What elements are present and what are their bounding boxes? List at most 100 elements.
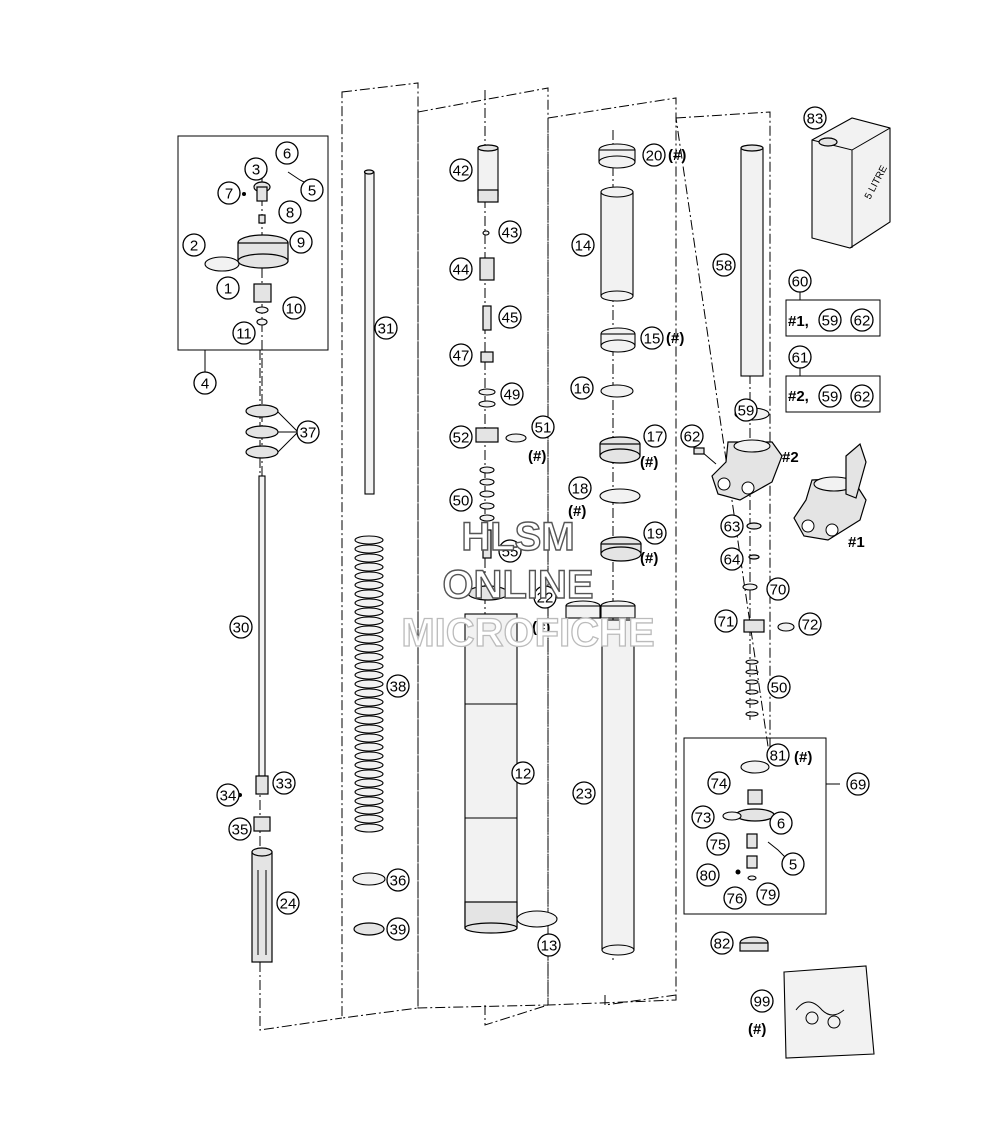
callout-number: 83 — [807, 111, 824, 128]
callout-c43: 43 — [498, 220, 522, 244]
callout-number: 59 — [822, 313, 839, 330]
callout-circle — [767, 675, 791, 699]
note-n61: #2, — [788, 388, 809, 405]
callout-circle — [766, 743, 790, 767]
callout-c50a: 50 — [449, 488, 473, 512]
callout-c44: 44 — [449, 257, 473, 281]
callout-c38: 38 — [386, 674, 410, 698]
callout-circle — [498, 539, 522, 563]
callout-circle — [374, 316, 398, 340]
callout-c18: 18 — [568, 476, 592, 500]
callout-circle — [537, 933, 561, 957]
callout-circle — [642, 143, 666, 167]
callout-circle — [232, 321, 256, 345]
callout-number: 24 — [280, 896, 297, 913]
callout-number: 19 — [647, 526, 664, 543]
callout-circle — [276, 891, 300, 915]
callout-number: 52 — [453, 430, 470, 447]
callout-number: 38 — [390, 679, 407, 696]
leader-lines — [277, 411, 299, 453]
callout-c71: 71 — [714, 609, 738, 633]
callout-c30: 30 — [229, 615, 253, 639]
callout-number: 17 — [647, 429, 664, 446]
callout-c81: 81 — [766, 743, 790, 767]
callout-c59a: 59 — [734, 398, 758, 422]
callout-number: 63 — [724, 519, 741, 536]
callout-circle — [781, 852, 805, 876]
callout-circle — [723, 886, 747, 910]
callout-circle — [193, 371, 217, 395]
callout-number: 1 — [224, 281, 232, 298]
callout-circle — [720, 547, 744, 571]
callout-number: 9 — [297, 235, 305, 252]
callout-circle — [182, 233, 206, 257]
note-n15: (#) — [666, 330, 684, 347]
callout-c51: 51 — [531, 415, 555, 439]
callout-number: 50 — [453, 493, 470, 510]
callout-number: 6 — [777, 816, 785, 833]
callout-c47: 47 — [449, 343, 473, 367]
callout-circle — [278, 200, 302, 224]
watermark: HLSM ONLINE MICROFICHE — [401, 514, 656, 655]
callout-circle — [229, 615, 253, 639]
callout-circle — [850, 384, 874, 408]
callout-circle — [498, 220, 522, 244]
callout-c12: 12 — [511, 761, 535, 785]
callout-number: 47 — [453, 348, 470, 365]
callout-circle — [850, 308, 874, 332]
callout-circle — [788, 269, 812, 293]
callout-number: 4 — [201, 376, 209, 393]
callout-c49: 49 — [500, 382, 524, 406]
callout-c79: 79 — [756, 882, 780, 906]
callout-c11: 11 — [232, 321, 256, 345]
callout-circle — [766, 577, 790, 601]
callout-number: 59 — [822, 389, 839, 406]
callout-circle — [788, 345, 812, 369]
note-n17: (#) — [640, 454, 658, 471]
callout-number: 7 — [225, 186, 233, 203]
callout-number: 62 — [854, 389, 871, 406]
callout-number: 36 — [390, 873, 407, 890]
callout-circle — [300, 178, 324, 202]
callout-number: 23 — [576, 786, 593, 803]
callout-number: 49 — [504, 387, 521, 404]
callout-circle — [846, 772, 870, 796]
callout-circle — [531, 415, 555, 439]
callout-circle — [818, 384, 842, 408]
callout-number: 2 — [190, 238, 198, 255]
callout-circle — [386, 674, 410, 698]
callout-number: 43 — [502, 225, 519, 242]
callout-circle — [449, 257, 473, 281]
callout-c99: 99 — [750, 989, 774, 1013]
callout-number: 42 — [453, 163, 470, 180]
callout-circle — [216, 783, 240, 807]
callout-c74: 74 — [707, 771, 731, 795]
callout-c5b: 5 — [781, 852, 805, 876]
clamp-1 — [793, 442, 867, 541]
callout-circle — [696, 863, 720, 887]
callout-number: 15 — [644, 331, 661, 348]
callout-number: 72 — [802, 617, 819, 634]
callout-c69: 69 — [846, 772, 870, 796]
callout-number: 45 — [502, 310, 519, 327]
damper-assembly-box — [683, 737, 827, 915]
callout-c9: 9 — [289, 230, 313, 254]
callout-c17: 17 — [643, 424, 667, 448]
callout-number: 79 — [760, 887, 777, 904]
callout-number: 3 — [252, 162, 260, 179]
callout-c14: 14 — [571, 233, 595, 257]
callout-number: 10 — [286, 301, 303, 318]
callout-circle — [643, 424, 667, 448]
callout-c37: 37 — [296, 420, 320, 444]
callout-number: 62 — [684, 429, 701, 446]
callout-number: 30 — [233, 620, 250, 637]
callout-circle — [706, 832, 730, 856]
callout-number: 8 — [286, 205, 294, 222]
callout-c13: 13 — [537, 933, 561, 957]
callout-circle — [289, 230, 313, 254]
callout-circle — [568, 476, 592, 500]
callout-number: 71 — [718, 614, 735, 631]
parts-bag — [783, 965, 875, 1059]
callout-c76: 76 — [723, 886, 747, 910]
note-n20: (#) — [668, 147, 686, 164]
